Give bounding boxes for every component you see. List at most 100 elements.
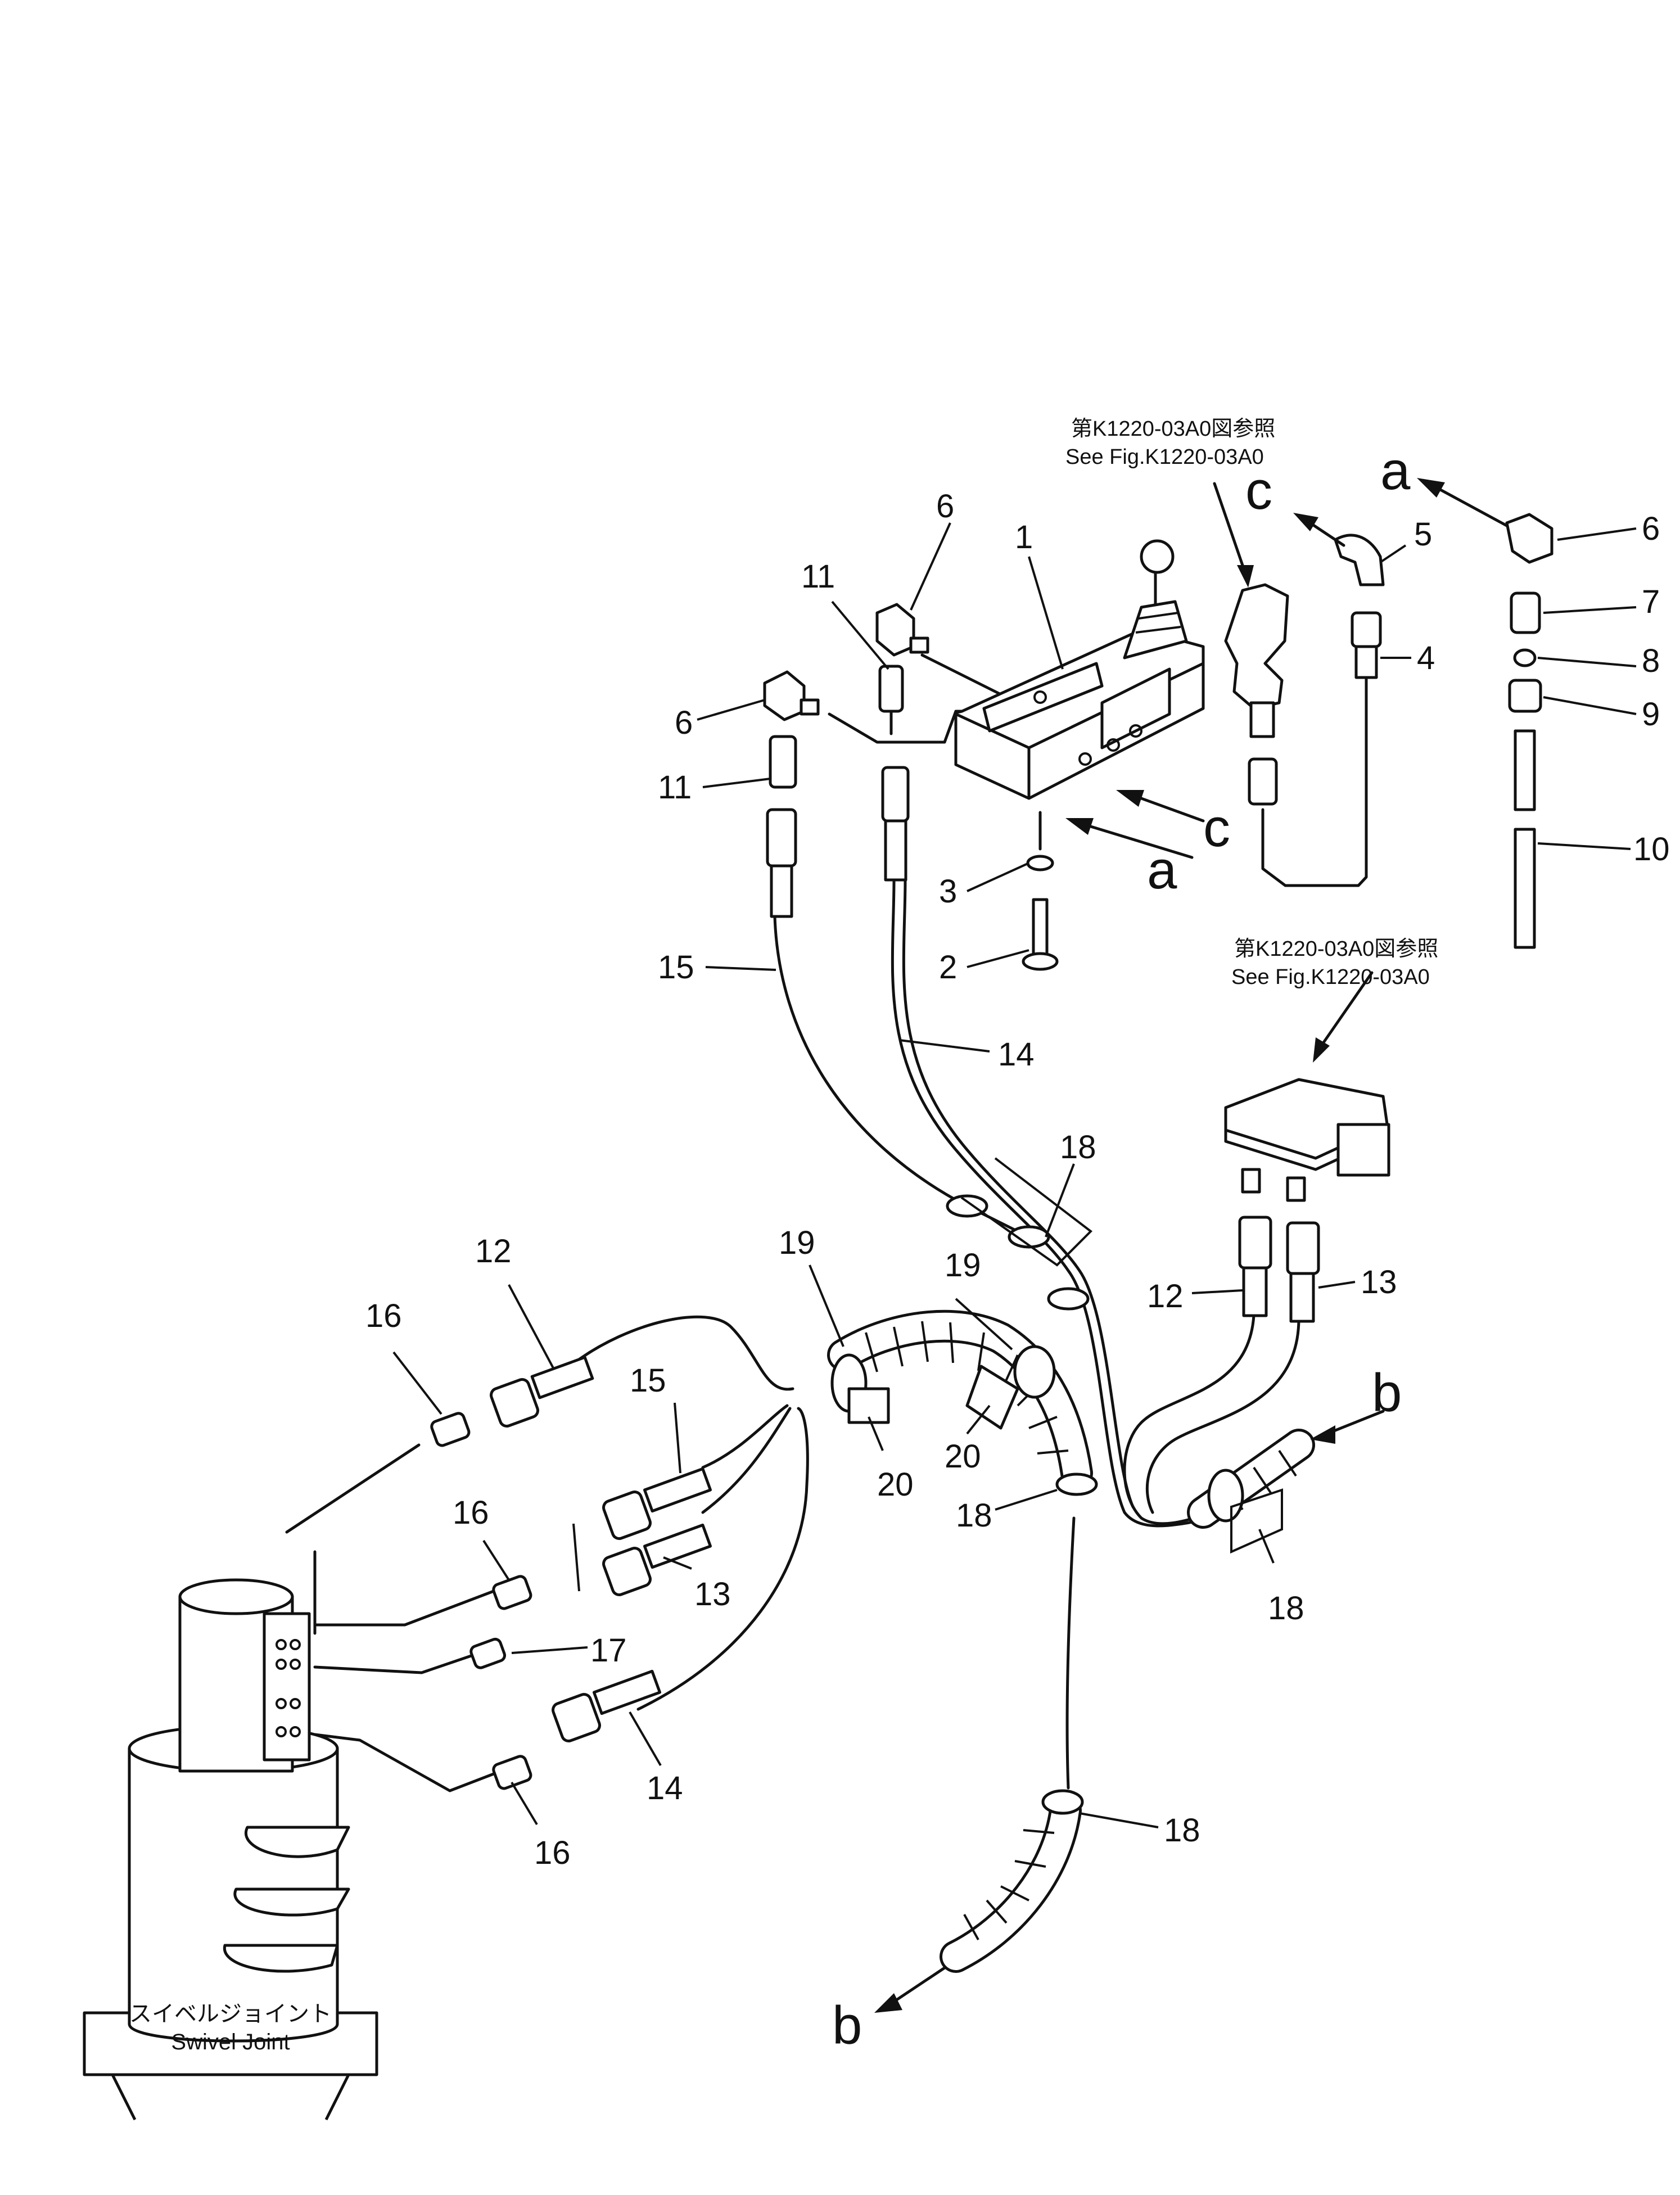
callout-numbers: 6 1 11 6 11 15 14 3 2 5 4 6 7 8 9 10 18 …: [365, 488, 1670, 1871]
hose-14-upper-b: [902, 878, 1135, 1509]
view-letter-b-lower: b: [832, 1995, 862, 2056]
callout-7: 7: [1642, 584, 1660, 620]
fitting-11-left: [769, 735, 797, 789]
callout-2: 2: [939, 949, 957, 986]
swivel-ports: [276, 1639, 301, 1737]
view-letter-a-top: a: [1380, 441, 1411, 501]
fitting-16-middle: [492, 1575, 532, 1610]
line-swivel-16c: [313, 1733, 495, 1792]
view-letter-b-right: b: [1372, 1363, 1402, 1423]
spiral-guards: [827, 1309, 1315, 1973]
bracket-20-right: [965, 1365, 1019, 1430]
bolt-2: [1032, 898, 1049, 958]
hose-end-13-lower: [602, 1547, 652, 1596]
hose-13-right: [1145, 1317, 1300, 1514]
callout-14: 14: [647, 1770, 683, 1806]
clamp-18-mid: [1055, 1473, 1098, 1496]
hose-15-lower: [701, 1404, 789, 1469]
line-swivel-16b: [313, 1589, 495, 1627]
hose-end-15-upper: [766, 808, 797, 868]
hose-13-lower: [701, 1407, 792, 1514]
callout-20: 20: [877, 1466, 914, 1503]
callout-1: 1: [1015, 519, 1033, 555]
view-letter-c-top: c: [1245, 460, 1272, 521]
fitting-6-right: [1505, 513, 1553, 564]
fitting-16-top: [430, 1412, 471, 1447]
oring-8: [1513, 648, 1537, 667]
arrow-c-valve: [1116, 790, 1144, 807]
ref-note-top-jp: 第K1220-03A0図参照: [1071, 417, 1275, 441]
view-letter-c-valve: c: [1203, 798, 1230, 858]
hose-14-upper: [891, 878, 1216, 1528]
view-letter-a-valve: a: [1147, 840, 1177, 900]
hose-end-13-right: [1286, 1221, 1320, 1275]
fitting-7: [1510, 591, 1541, 634]
swivel-joint-label-en: Swivel Joint: [171, 2030, 290, 2054]
callout-6: 6: [936, 488, 954, 525]
view-arrows: [874, 478, 1509, 2013]
hose-end-12-lower: [490, 1378, 539, 1428]
callout-12: 12: [475, 1233, 512, 1270]
link-6-valve: [920, 653, 1008, 699]
clamp-18-lower: [1041, 1789, 1084, 1815]
pipe-10-upper: [1514, 729, 1536, 811]
fitting-6-left: [763, 670, 806, 721]
callout-18: 18: [956, 1497, 992, 1534]
hose-lines: [285, 653, 1368, 1792]
swivel-joint-label-jp: スイベルジョイント: [129, 2002, 332, 2026]
callout-6: 6: [1642, 511, 1660, 547]
pipe-10-lower: [1514, 828, 1536, 949]
hose-end-12-right: [1238, 1216, 1272, 1270]
callout-8: 8: [1642, 643, 1660, 679]
hose-12-lower: [572, 1315, 794, 1391]
callout-18: 18: [1060, 1129, 1096, 1166]
callout-16: 16: [453, 1494, 489, 1531]
callout-5: 5: [1414, 516, 1432, 553]
fitting-6-center: [875, 603, 915, 657]
reference-notes: 第K1220-03A0図参照 See Fig.K1220-03A0 第K1220…: [1065, 417, 1438, 989]
callout-15: 15: [630, 1362, 666, 1399]
arrow-ref-top: [1237, 565, 1254, 588]
clamp-18-upper-1: [946, 1194, 988, 1218]
callout-19: 19: [945, 1247, 981, 1284]
callout-13: 13: [1361, 1264, 1397, 1300]
arrow-a-top: [1417, 478, 1445, 498]
hose-14-lower: [636, 1407, 809, 1711]
view-letters: c a c a b b: [832, 441, 1411, 2056]
clamp-18-upper-2: [1008, 1225, 1050, 1249]
fitting-17: [469, 1637, 507, 1669]
clamp-18-upper-3: [1047, 1287, 1090, 1311]
callout-20: 20: [945, 1438, 981, 1475]
tube-4: [1351, 611, 1382, 648]
callout-12: 12: [1147, 1278, 1184, 1315]
callout-18: 18: [1164, 1812, 1200, 1849]
ref-note-top-en: See Fig.K1220-03A0: [1065, 445, 1264, 469]
line-swivel-17: [313, 1654, 473, 1674]
fitting-16-bottom: [492, 1755, 532, 1790]
arrow-b-lower: [874, 1993, 902, 2013]
callout-13: 13: [694, 1576, 731, 1613]
hose-12-right: [1123, 1314, 1256, 1525]
callout-6: 6: [675, 704, 693, 741]
callout-11: 11: [801, 558, 835, 595]
hose-end-pilot: [1248, 757, 1278, 806]
clamp-19-right: [1013, 1345, 1056, 1399]
callout-14: 14: [998, 1036, 1035, 1073]
callout-16: 16: [534, 1835, 571, 1871]
callout-10: 10: [1633, 831, 1670, 868]
fitting-11-center: [878, 665, 904, 713]
callout-18: 18: [1268, 1590, 1304, 1627]
nut-9: [1508, 679, 1542, 713]
line-swivel-16a: [285, 1443, 421, 1534]
callout-19: 19: [779, 1225, 815, 1261]
ref-note-lower-en: See Fig.K1220-03A0: [1231, 965, 1430, 989]
clamp-18-right: [1207, 1469, 1244, 1523]
ref-note-lower-jp: 第K1220-03A0図参照: [1234, 937, 1438, 961]
callout-17: 17: [590, 1632, 627, 1669]
callout-4: 4: [1417, 640, 1435, 676]
callout-16: 16: [365, 1298, 402, 1334]
arrow-a-valve: [1065, 818, 1094, 835]
pipe-4-line: [1261, 676, 1368, 887]
hose-end-15-lower: [602, 1491, 652, 1540]
